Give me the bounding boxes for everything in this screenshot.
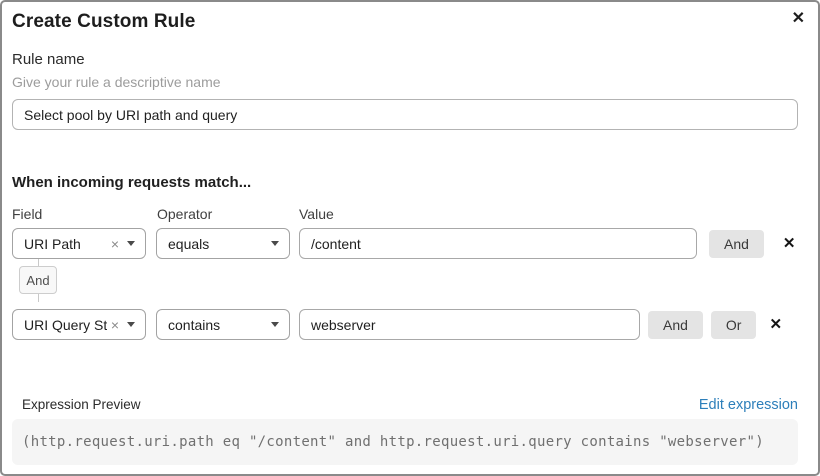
close-icon: ✕ [791, 10, 805, 27]
remove-condition-button[interactable]: ✕ [767, 315, 784, 335]
and-button[interactable]: And [648, 310, 703, 339]
edit-expression-link[interactable]: Edit expression [698, 397, 798, 413]
field-select-value: URI Path [24, 235, 81, 252]
field-select-value: URI Query St... [24, 316, 107, 333]
operator-select[interactable]: equals [156, 228, 290, 259]
field-select[interactable]: URI Path × [12, 228, 146, 259]
and-button[interactable]: And [709, 229, 764, 258]
value-column-label: Value [299, 206, 334, 222]
close-icon: ✕ [769, 315, 783, 333]
chevron-down-icon [271, 241, 279, 246]
remove-condition-button[interactable]: ✕ [781, 234, 798, 254]
operator-select[interactable]: contains [156, 309, 290, 340]
chevron-down-icon [127, 322, 135, 327]
operator-select-value: contains [168, 316, 221, 333]
connector-and-badge: And [19, 266, 57, 294]
chevron-down-icon [271, 322, 279, 327]
expression-preview-block: (http.request.uri.path eq "/content" and… [12, 419, 798, 465]
field-column-label: Field [12, 206, 43, 222]
column-labels: Field Operator Value [12, 207, 798, 221]
field-select[interactable]: URI Query St... × [12, 309, 146, 340]
operator-select-value: equals [168, 235, 210, 252]
match-heading: When incoming requests match... [12, 174, 252, 191]
value-input[interactable] [299, 309, 640, 340]
clear-icon[interactable]: × [110, 235, 119, 252]
condition-row: URI Query St... × contains And Or ✕ [12, 309, 798, 340]
dialog-title: Create Custom Rule [12, 11, 196, 32]
condition-connector: And [19, 259, 57, 302]
rule-name-input[interactable] [12, 99, 798, 130]
rule-name-label: Rule name [12, 51, 85, 68]
condition-row: URI Path × equals And ✕ [12, 228, 798, 259]
close-icon: ✕ [782, 234, 796, 252]
rule-name-hint: Give your rule a descriptive name [12, 74, 221, 90]
clear-icon[interactable]: × [110, 316, 119, 333]
expression-preview-code: (http.request.uri.path eq "/content" and… [22, 434, 764, 450]
operator-column-label: Operator [157, 206, 213, 222]
or-button[interactable]: Or [710, 310, 757, 339]
dialog-close-button[interactable]: ✕ [788, 7, 809, 31]
chevron-down-icon [127, 241, 135, 246]
expression-preview-label: Expression Preview [22, 397, 141, 412]
value-input[interactable] [299, 228, 697, 259]
